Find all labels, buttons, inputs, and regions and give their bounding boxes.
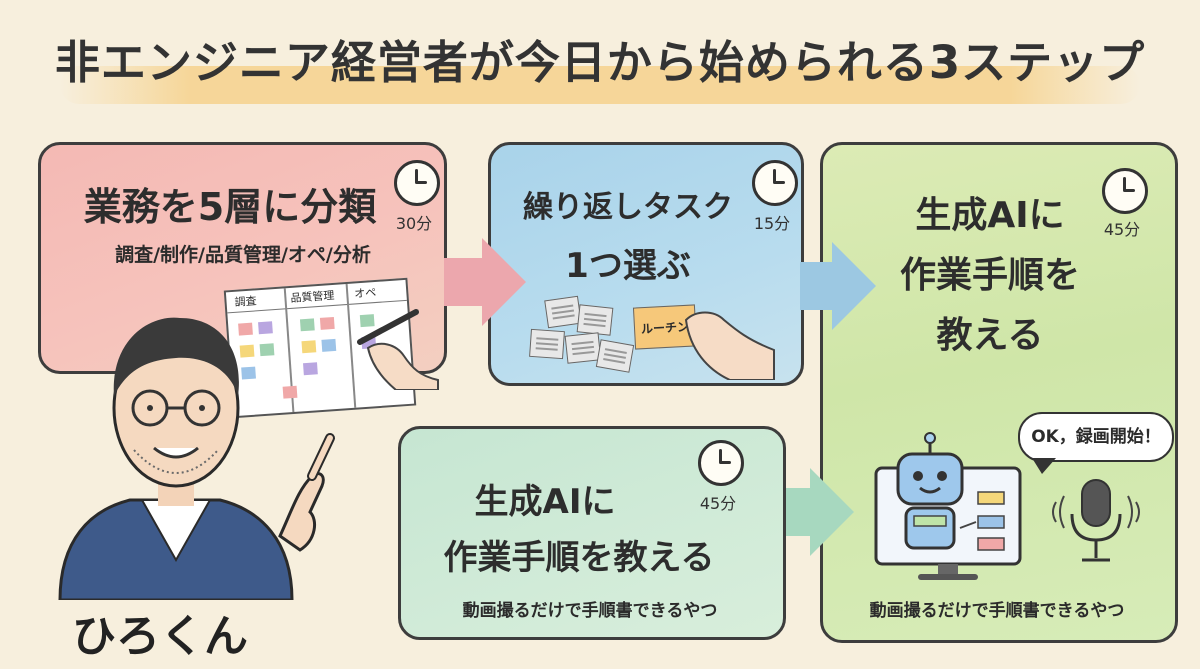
- sticky-note-icon: [544, 295, 582, 329]
- step2-heading-line1: 繰り返しタスク: [523, 190, 733, 225]
- step1-subtitle: 調査/制作/品質管理/オペ/分析: [115, 244, 371, 266]
- step3-main-heading-line3: 教える: [936, 315, 1044, 356]
- presenter-name: ひろくん: [72, 611, 248, 662]
- step3-sub-caption: 動画撮るだけで手順書できるやつ: [462, 601, 718, 621]
- step3-main-heading-line2: 作業手順を: [899, 255, 1080, 296]
- step1-heading: 業務を5層に分類: [83, 185, 377, 229]
- clock-icon: [1102, 168, 1148, 214]
- clock-icon: [394, 160, 440, 206]
- microphone-icon: [1052, 479, 1140, 562]
- sticky-note-icon: [564, 332, 602, 364]
- sticky-note-icon: [529, 328, 565, 360]
- step3-main-caption: 動画撮るだけで手順書できるやつ: [869, 601, 1125, 621]
- pen-icon: [357, 309, 439, 390]
- step2-duration: 15分: [753, 214, 791, 233]
- step2-heading-line2: 1つ選ぶ: [565, 246, 691, 286]
- step3-sub-heading-line1: 生成AIに: [474, 482, 616, 522]
- monitor-icon: [874, 432, 1022, 580]
- clock-icon: [752, 160, 798, 206]
- clock-icon: [698, 440, 744, 486]
- sticky-note-icon: [576, 304, 614, 336]
- step3-main-heading-line1: 生成AIに: [915, 195, 1065, 236]
- speech-bubble: OK，録画開始！: [1018, 412, 1174, 474]
- step3-sub-heading-line2: 作業手順を教える: [443, 538, 715, 578]
- sticky-note-icon: [595, 339, 635, 373]
- title-highlight: [60, 66, 1140, 104]
- page-title: 非エンジニア経営者が今日から始められる3ステップ: [54, 36, 1146, 89]
- robot-icon: [896, 432, 964, 550]
- hand-icon: [684, 311, 775, 380]
- step3-sub-duration: 45分: [699, 494, 737, 513]
- board-column-label: オペ: [353, 285, 377, 301]
- step1-duration: 30分: [395, 214, 433, 233]
- presenter-avatar: [58, 317, 335, 600]
- step3-main-duration: 45分: [1103, 220, 1141, 239]
